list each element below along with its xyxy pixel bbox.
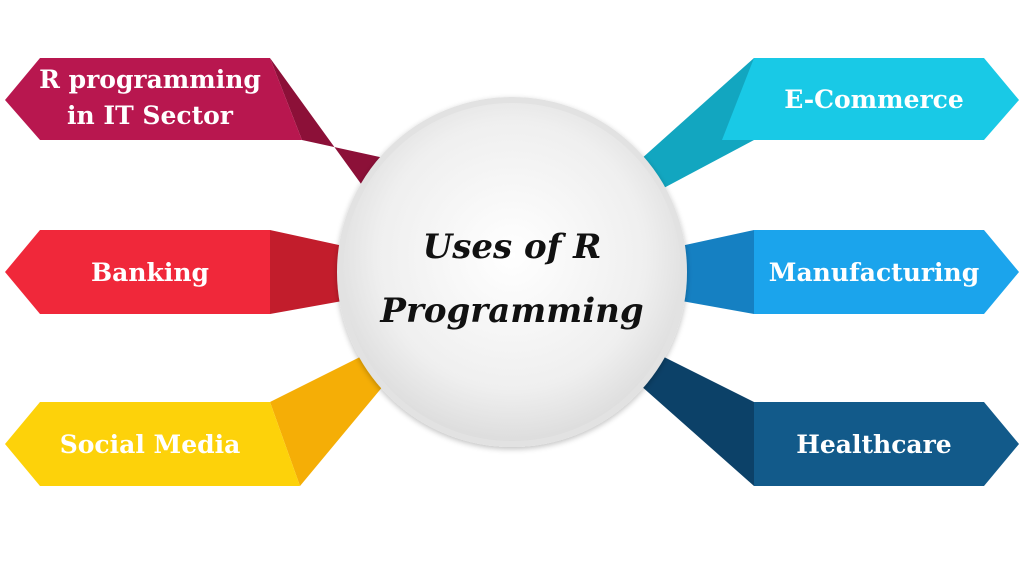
item-e-commerce-connector: [640, 58, 754, 190]
item-social-media-connector: [270, 355, 384, 486]
item-e-commerce-label: E-Commerce: [784, 85, 964, 114]
item-healthcare-label: Healthcare: [796, 430, 951, 459]
item-it-sector-label-line2: in IT Sector: [67, 101, 234, 130]
item-banking-banner: [5, 230, 270, 314]
item-healthcare-connector: [640, 355, 754, 486]
item-banking-connector: [270, 230, 348, 314]
item-banking-label: Banking: [91, 258, 209, 287]
center-title-line1: Uses of R: [423, 227, 602, 267]
item-it-sector-banner: [5, 58, 302, 140]
item-social-media: Social Media: [5, 355, 384, 486]
item-manufacturing-connector: [676, 230, 754, 314]
item-manufacturing: Manufacturing: [676, 230, 1019, 314]
item-social-media-label: Social Media: [60, 430, 241, 459]
item-e-commerce: E-Commerce: [640, 58, 1019, 190]
item-e-commerce-banner: [722, 58, 1019, 140]
item-manufacturing-label: Manufacturing: [769, 258, 979, 287]
item-healthcare: Healthcare: [640, 355, 1019, 486]
center-hub: Uses of R Programming: [337, 97, 687, 447]
item-banking: Banking: [5, 230, 348, 314]
item-manufacturing-banner: [754, 230, 1019, 314]
item-it-sector-label-line1: R programming: [39, 65, 261, 94]
center-circle: [337, 97, 687, 447]
item-it-sector: R programming in IT Sector: [5, 58, 384, 188]
center-title-line2: Programming: [379, 291, 643, 331]
item-healthcare-banner: [754, 402, 1019, 486]
item-social-media-banner: [5, 402, 300, 486]
item-it-sector-connector: [270, 58, 384, 188]
